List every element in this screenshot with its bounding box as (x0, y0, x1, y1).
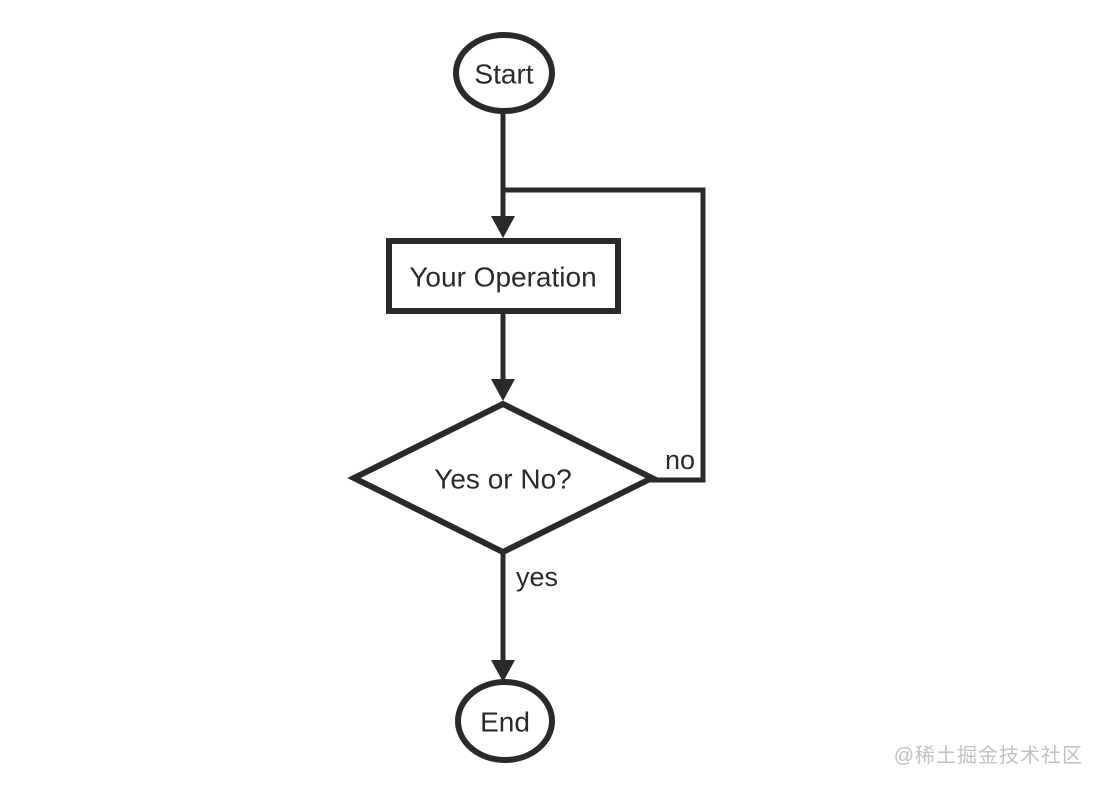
edge-start-to-operation (491, 108, 515, 238)
yes-branch-label: yes (516, 562, 558, 592)
edge-decision-no-loop (503, 187, 706, 483)
edge-decision-yes-to-end (491, 552, 515, 682)
end-node-shape (455, 679, 555, 763)
start-node-label: Start (474, 59, 533, 90)
no-branch-label: no (665, 445, 695, 475)
operation-node-shape (386, 238, 621, 314)
arrowhead-into-end-icon (491, 660, 515, 682)
decision-node-shape (347, 400, 659, 556)
end-node-label: End (480, 707, 530, 738)
decision-node-label: Yes or No? (434, 464, 572, 495)
end-node: End (455, 679, 555, 763)
edge-operation-to-decision (491, 312, 515, 401)
arrowhead-into-operation-icon (491, 216, 515, 238)
watermark: @稀土掘金技术社区 (893, 745, 1083, 767)
start-node: Start (453, 32, 555, 114)
edge-no-loop-line (503, 187, 706, 483)
operation-node: Your Operation (386, 238, 621, 314)
operation-node-label: Your Operation (409, 262, 596, 293)
arrowhead-into-decision-icon (491, 379, 515, 401)
start-node-shape (453, 32, 555, 114)
decision-node: Yes or No? (347, 400, 659, 556)
